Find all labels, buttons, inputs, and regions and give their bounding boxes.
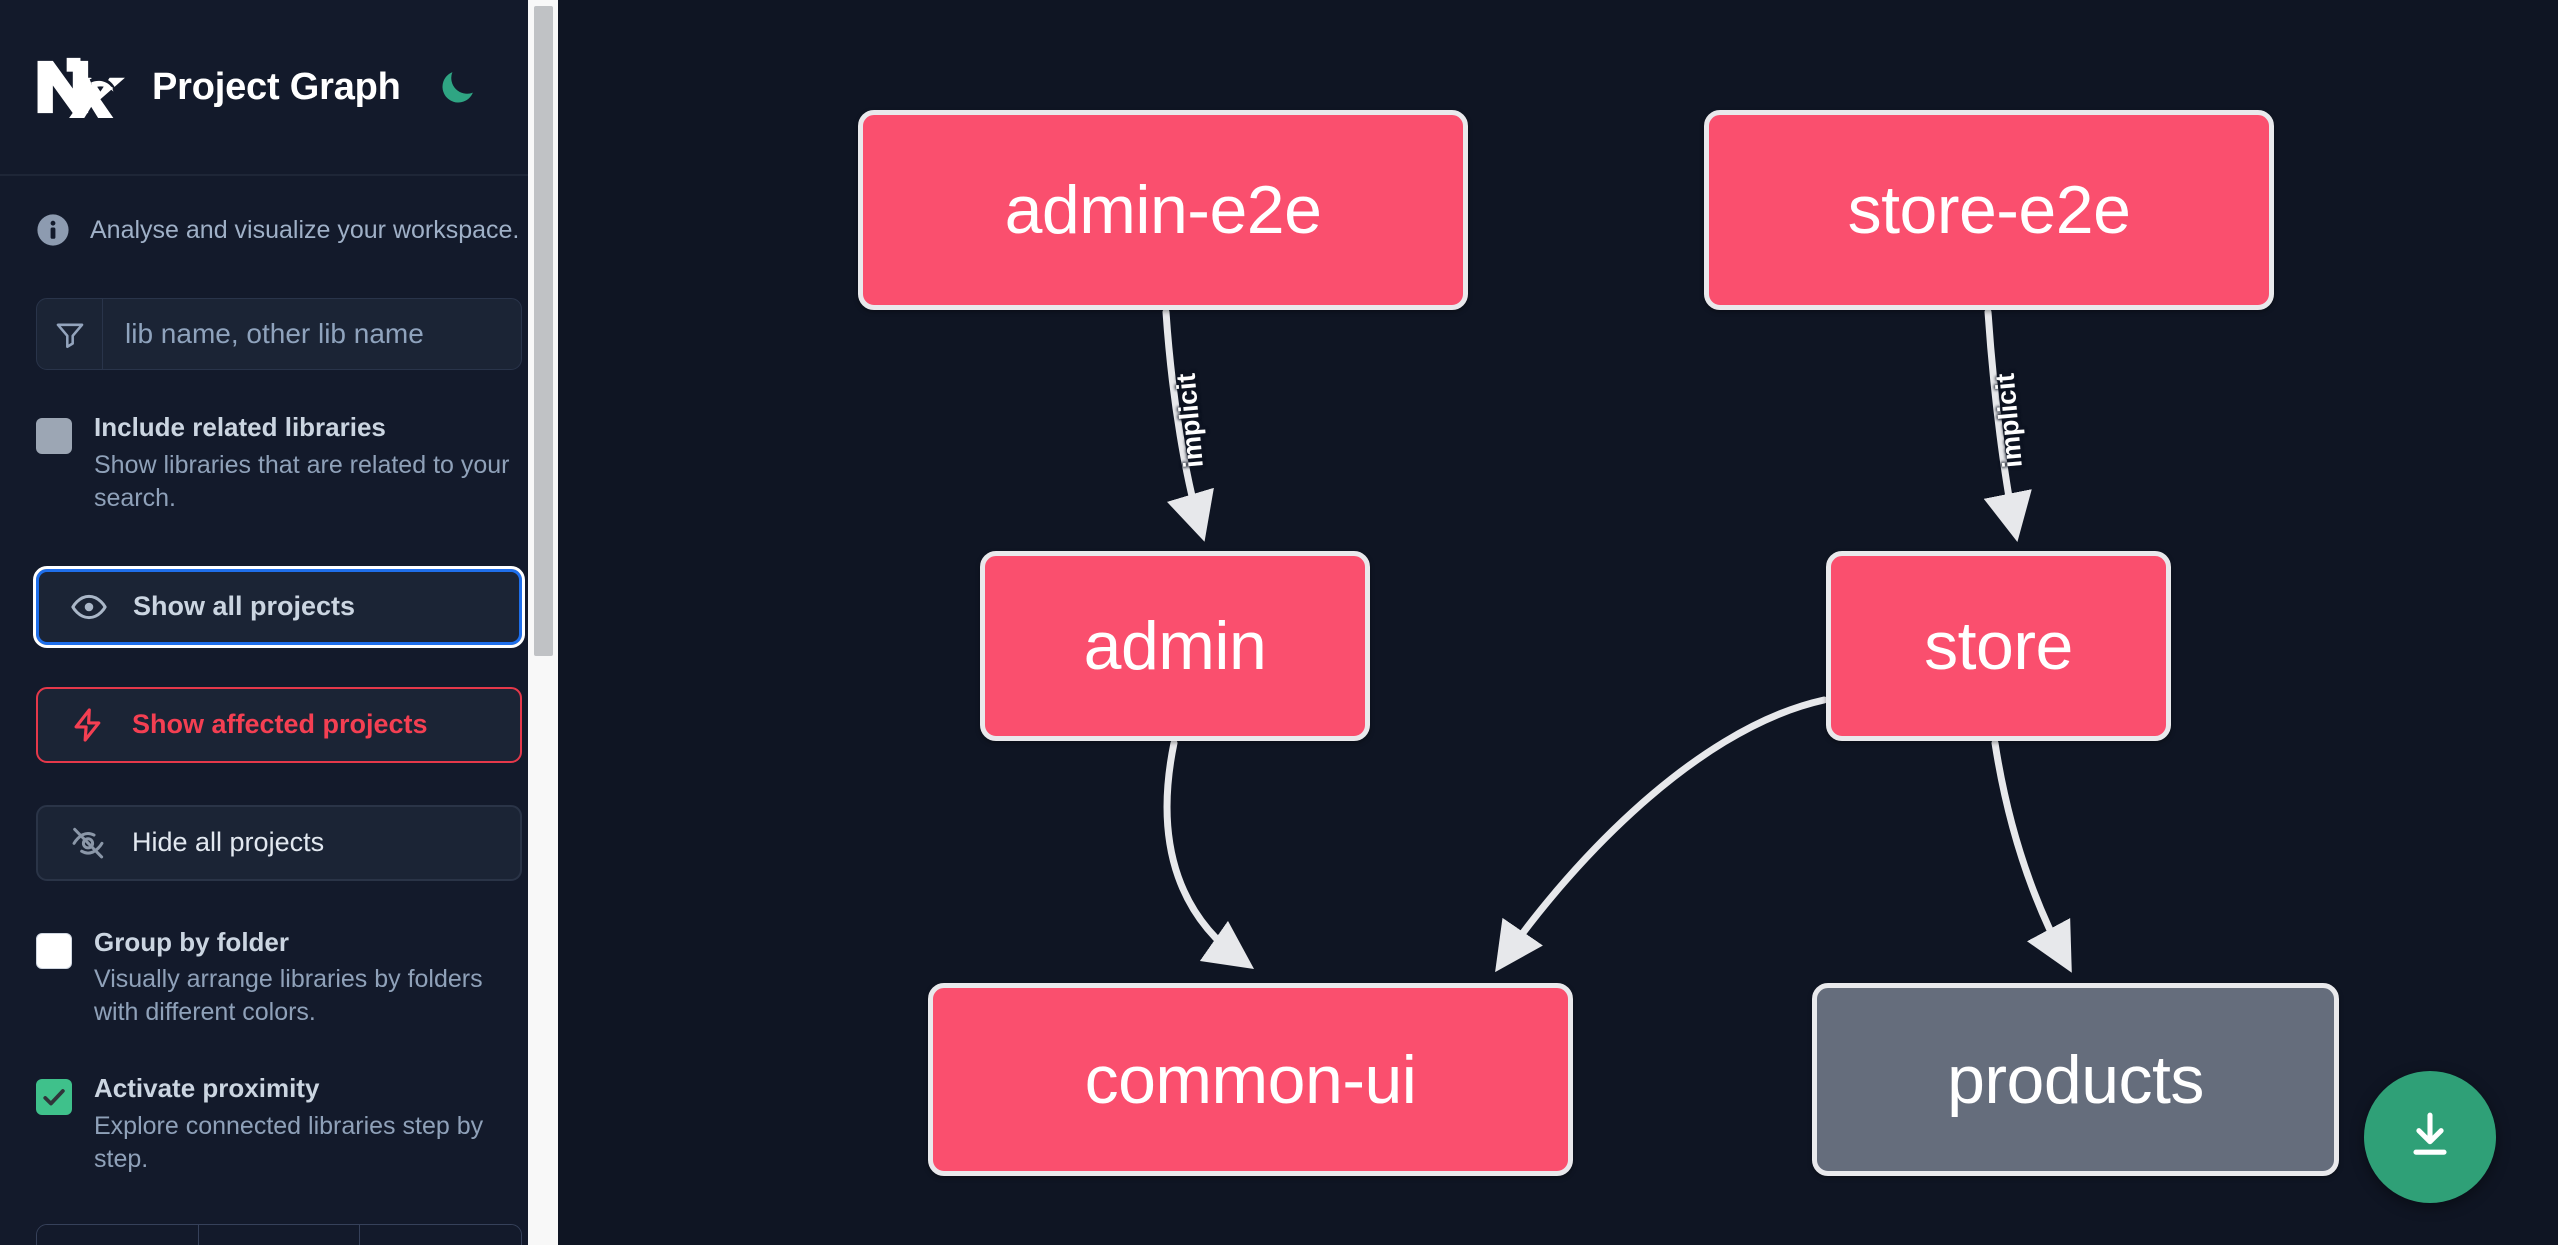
graph-edges (1162, 308, 2072, 973)
sidebar: Project Graph Analyse and visualize yo (0, 0, 558, 1245)
moon-icon[interactable] (435, 64, 481, 110)
page-title: Project Graph (152, 65, 401, 108)
show-affected-projects-label: Show affected projects (132, 709, 428, 740)
checkbox-group-by-folder[interactable] (36, 932, 72, 969)
sidebar-header: Project Graph (0, 0, 558, 176)
checkbox-activate-proximity[interactable] (36, 1079, 72, 1116)
option-label: Activate proximity (94, 1073, 320, 1104)
option-label: Group by folder (94, 926, 289, 957)
show-all-projects-label: Show all projects (133, 591, 356, 622)
eye-off-icon (68, 823, 108, 863)
lightning-icon (68, 705, 108, 745)
node-label: store-e2e (1847, 172, 2131, 248)
filter-row (36, 298, 522, 370)
option-description: Visually arrange libraries by folders wi… (94, 965, 483, 1027)
checkbox-include-related-libraries[interactable] (36, 418, 72, 454)
graph-node-products[interactable]: products (1812, 983, 2339, 1176)
graph-node-store[interactable]: store (1826, 551, 2171, 741)
edge-store-common-ui (1495, 696, 1828, 973)
graph-node-admin-e2e[interactable]: admin-e2e (858, 110, 1468, 310)
option-activate-proximity[interactable]: Activate proximity Explore connected lib… (36, 1073, 522, 1176)
segment-2[interactable] (198, 1225, 361, 1245)
project-graph-canvas[interactable]: admin-e2e store-e2e admin store common-u… (558, 0, 2558, 1245)
eye-icon (69, 587, 109, 627)
graph-node-store-e2e[interactable]: store-e2e (1704, 110, 2274, 310)
node-label: admin-e2e (1004, 172, 1322, 248)
graph-node-admin[interactable]: admin (980, 551, 1370, 741)
search-input[interactable] (103, 299, 521, 369)
edge-admin-common-ui (1163, 739, 1255, 970)
option-description: Explore connected libraries step by step… (94, 1112, 484, 1174)
download-icon (2401, 1106, 2459, 1169)
show-affected-projects-button[interactable]: Show affected projects (36, 686, 522, 763)
node-label: store (1924, 608, 2073, 684)
hide-all-projects-label: Hide all projects (132, 827, 325, 858)
option-group-by-folder[interactable]: Group by folder Visually arrange librari… (36, 927, 522, 1030)
download-graph-button[interactable] (2364, 1071, 2496, 1203)
segment-1[interactable] (37, 1225, 199, 1245)
node-label: common-ui (1084, 1041, 1417, 1118)
segment-3[interactable] (360, 1225, 521, 1245)
info-icon (36, 213, 70, 247)
edge-store-products (1991, 739, 2072, 973)
show-all-projects-button[interactable]: Show all projects (33, 565, 525, 648)
edge-admin-e2e-admin (1162, 308, 1214, 542)
node-label: products (1947, 1041, 2204, 1118)
segmented-control (36, 1224, 522, 1245)
node-label: admin (1083, 608, 1267, 684)
tagline: Analyse and visualize your workspace. (0, 176, 558, 254)
tagline-text: Analyse and visualize your workspace. (90, 215, 520, 244)
option-label: Include related libraries (94, 412, 386, 442)
option-include-related-libraries[interactable]: Include related libraries Show libraries… (36, 412, 522, 515)
edge-store-e2e-store (1983, 308, 2032, 543)
funnel-icon (37, 299, 103, 369)
graph-node-common-ui[interactable]: common-ui (928, 983, 1573, 1176)
sidebar-scrollbar-thumb[interactable] (534, 6, 553, 656)
hide-all-projects-button[interactable]: Hide all projects (36, 804, 522, 881)
nx-logo-icon (36, 56, 128, 120)
option-description: Show libraries that are related to your … (94, 450, 510, 512)
sidebar-scrollbar-track[interactable] (528, 0, 558, 1245)
